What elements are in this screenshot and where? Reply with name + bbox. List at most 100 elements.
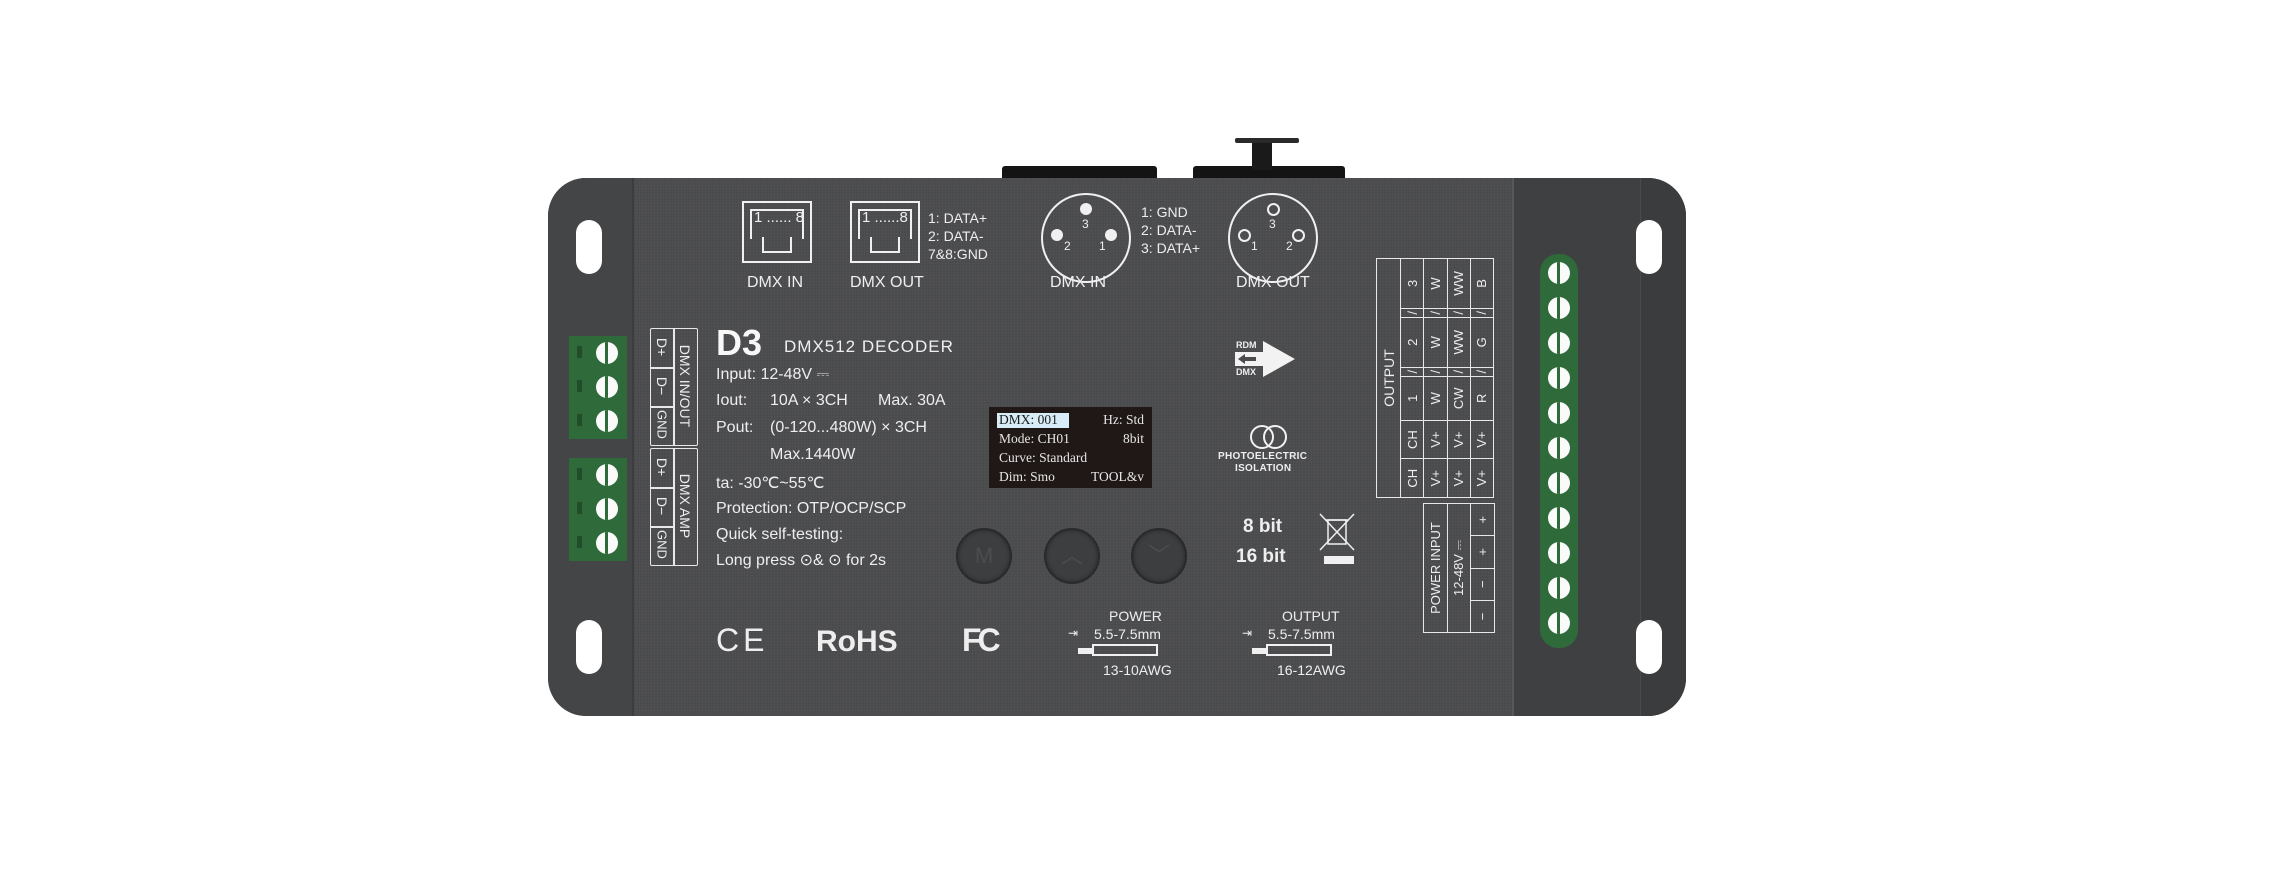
divider bbox=[651, 406, 673, 408]
rj45-dmx-out-port[interactable]: 1 ......8 bbox=[850, 201, 920, 263]
rohs-mark: RoHS bbox=[816, 625, 898, 658]
product-subtitle: DMX512 DECODER bbox=[784, 337, 954, 356]
ce-mark: CE bbox=[716, 622, 769, 658]
screw-icon[interactable] bbox=[1548, 612, 1570, 634]
screw-icon[interactable] bbox=[1548, 367, 1570, 389]
oled-highlight bbox=[997, 413, 1069, 428]
table-cell: R bbox=[1470, 376, 1494, 421]
wire-diagram-power bbox=[1078, 648, 1092, 654]
bit-8-badge: 8 bit bbox=[1243, 516, 1283, 537]
rdm-label: RDM bbox=[1236, 340, 1257, 350]
strip-length-marker-icon: ⇥ bbox=[1068, 626, 1079, 640]
wire-insulation-power bbox=[1092, 644, 1158, 656]
rj45-pinout-3: 7&8:GND bbox=[928, 246, 988, 262]
weee-bin-icon bbox=[1319, 513, 1355, 564]
dmx-in-out-label-box: D+ D− GND DMX IN/OUT bbox=[650, 328, 698, 446]
xlr-out-connector-body bbox=[1193, 166, 1345, 179]
rj45-outline bbox=[858, 209, 912, 239]
spec-pout-max: Max.1440W bbox=[770, 446, 856, 463]
screw-icon[interactable] bbox=[1548, 507, 1570, 529]
screw-icon[interactable] bbox=[596, 376, 618, 398]
rj45-pin-range: 1 ......8 bbox=[862, 209, 908, 226]
table-cell: − bbox=[1470, 600, 1495, 633]
spec-pout-value: (0-120...480W) × 3CH bbox=[770, 419, 927, 436]
screw-icon[interactable] bbox=[1548, 332, 1570, 354]
table-cell: V+ bbox=[1470, 458, 1494, 498]
xlr-pin-label: 1 bbox=[1251, 239, 1258, 253]
output-table-title: OUTPUT bbox=[1376, 258, 1401, 498]
power-table-voltage: 12-48V ⎓ bbox=[1447, 503, 1471, 633]
xlr-latch-cap bbox=[1235, 138, 1299, 143]
screw-icon[interactable] bbox=[1548, 542, 1570, 564]
screw-icon[interactable] bbox=[596, 464, 618, 486]
screw-icon[interactable] bbox=[1548, 402, 1570, 424]
screw-icon[interactable] bbox=[596, 342, 618, 364]
xlr-dmx-in-port[interactable]: 3 2 1 bbox=[1041, 193, 1131, 283]
rj45-latch-outline bbox=[762, 237, 792, 253]
table-cell: W bbox=[1423, 317, 1448, 368]
terminal-tab bbox=[577, 346, 582, 358]
screw-icon[interactable] bbox=[596, 498, 618, 520]
mounting-slot-bottom-right bbox=[1636, 620, 1662, 674]
spec-iout-value: 10A × 3CH bbox=[770, 392, 848, 409]
xlr-pin bbox=[1267, 203, 1280, 216]
xlr-pin bbox=[1238, 229, 1251, 242]
dmx-label: DMX bbox=[1236, 367, 1256, 377]
oled-display: DMX: 001 Hz: Std Mode: CH01 8bit Curve: … bbox=[989, 407, 1152, 488]
up-button[interactable]: ︿ bbox=[1044, 528, 1100, 584]
xlr-pinout-3: 3: DATA+ bbox=[1141, 240, 1201, 256]
table-cell: CH bbox=[1400, 420, 1424, 459]
screw-icon[interactable] bbox=[596, 410, 618, 432]
xlr-pin-label: 1 bbox=[1099, 239, 1106, 253]
xlr-pin bbox=[1105, 229, 1117, 241]
xlr-dmx-in-label: DMX IN bbox=[1050, 274, 1106, 291]
isolation-line-2: ISOLATION bbox=[1235, 463, 1292, 474]
spec-iout-max: Max. 30A bbox=[878, 392, 946, 409]
divider bbox=[651, 487, 673, 489]
spec-self-test-title: Quick self-testing: bbox=[716, 526, 844, 543]
rj45-dmx-out-label: DMX OUT bbox=[850, 274, 924, 291]
power-table-title: POWER INPUT bbox=[1423, 503, 1448, 633]
power-input-table: POWER INPUT 12-48V ⎓ − − + + bbox=[1423, 503, 1495, 633]
xlr-dmx-out-port[interactable]: 3 1 2 bbox=[1228, 193, 1318, 283]
table-cell: V+ bbox=[1423, 420, 1448, 459]
mounting-slot-top-right bbox=[1636, 220, 1662, 274]
rj45-dmx-in-port[interactable]: 1 ...... 8 bbox=[742, 201, 812, 263]
screw-icon[interactable] bbox=[596, 532, 618, 554]
chevron-up-icon: ︿ bbox=[1060, 543, 1083, 568]
xlr-pinout-1: 1: GND bbox=[1141, 204, 1188, 220]
divider bbox=[651, 367, 673, 369]
rj45-latch-outline bbox=[870, 237, 900, 253]
table-cell: − bbox=[1470, 568, 1495, 601]
oled-row-2-right: 8bit bbox=[1122, 431, 1144, 446]
xlr-dmx-out-label: DMX OUT bbox=[1236, 274, 1310, 291]
rdm-inner-arrow-head bbox=[1238, 354, 1245, 364]
screw-icon[interactable] bbox=[1548, 472, 1570, 494]
wiring-power-strip: 5.5-7.5mm bbox=[1094, 626, 1161, 642]
table-cell: / bbox=[1447, 308, 1471, 318]
table-cell: CH bbox=[1400, 458, 1424, 498]
xlr-pin-label: 3 bbox=[1082, 217, 1089, 231]
screw-icon[interactable] bbox=[1548, 297, 1570, 319]
oled-row-1-left: DMX: 001 bbox=[999, 412, 1058, 427]
screw-icon[interactable] bbox=[1548, 577, 1570, 599]
screw-icon[interactable] bbox=[1548, 437, 1570, 459]
table-cell: / bbox=[1470, 367, 1494, 377]
table-cell: 1 bbox=[1400, 376, 1424, 421]
mode-button[interactable]: M bbox=[956, 528, 1012, 584]
xlr-pin bbox=[1051, 229, 1063, 241]
terminal-block-dmx-in-out[interactable] bbox=[569, 336, 627, 439]
terminal-block-dmx-amp[interactable] bbox=[569, 458, 627, 561]
wiring-output-strip: 5.5-7.5mm bbox=[1268, 626, 1335, 642]
block-title-dmx-amp: DMX AMP bbox=[677, 473, 693, 539]
screw-icon[interactable] bbox=[1548, 262, 1570, 284]
table-cell: / bbox=[1447, 367, 1471, 377]
terminal-tab bbox=[577, 502, 582, 514]
rj45-outline bbox=[750, 209, 804, 239]
spec-protection: Protection: OTP/OCP/SCP bbox=[716, 500, 907, 517]
pin-label-gnd: GND bbox=[654, 530, 670, 559]
output-terminal-strip[interactable] bbox=[1540, 254, 1578, 648]
divider bbox=[651, 526, 673, 528]
down-button[interactable]: ﹀ bbox=[1131, 528, 1187, 584]
table-cell: / bbox=[1423, 308, 1448, 318]
